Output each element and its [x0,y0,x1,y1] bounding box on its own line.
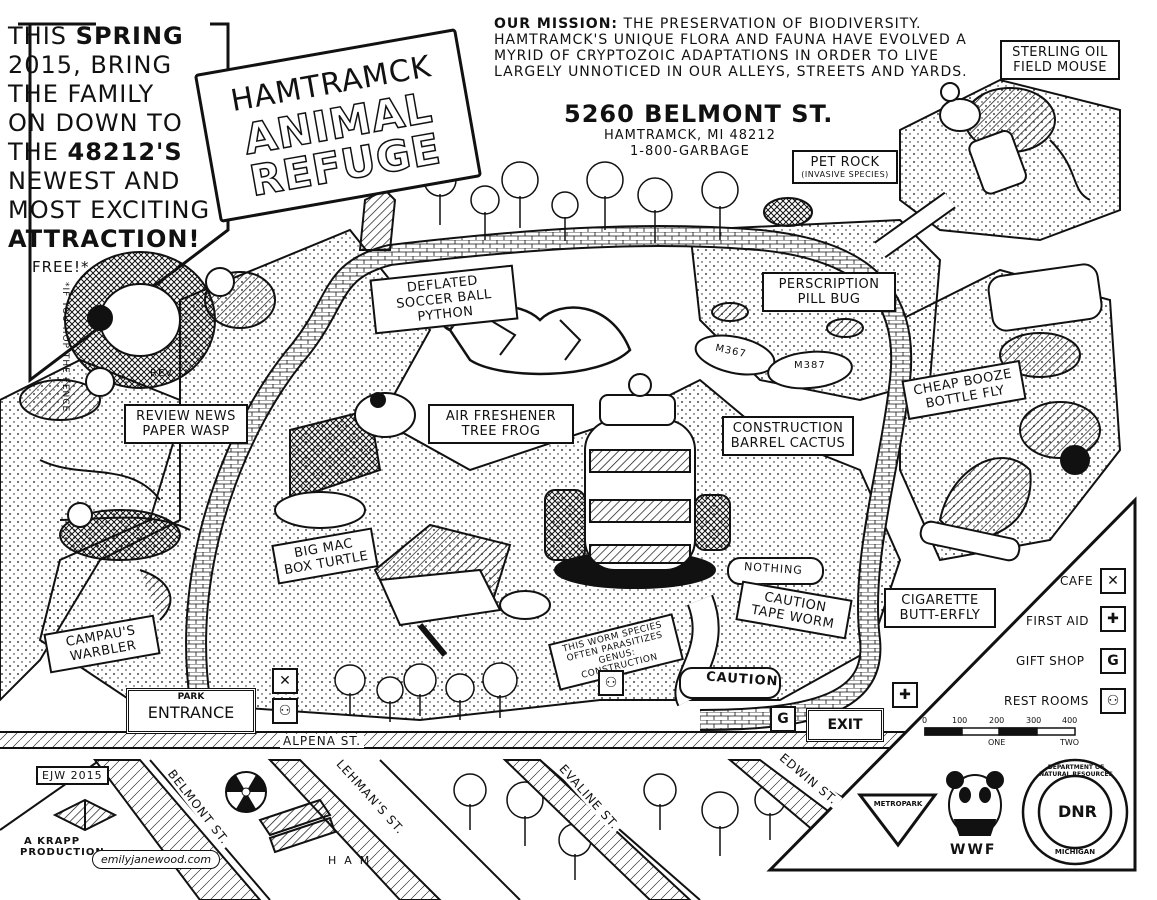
mission-text: THE PRESERVATION OF BIODIVERSITY. HAMTRA… [494,16,968,80]
dnr-text: DNR [1058,802,1097,821]
radiation-icon [225,771,267,813]
pet-rock-title: PET ROCK [810,155,880,170]
map-cafe-icon[interactable]: ✕ [272,668,298,694]
dnr-seal [1021,758,1129,866]
scale-bar [924,727,1076,736]
dnr-ring-text: DEPARTMENT OF NATURAL RESOURCES [1039,764,1113,778]
field-mouse-illustration [939,82,1091,201]
address-city: HAMTRAMCK, MI 48212 [604,128,776,143]
label-butterfly[interactable]: CIGARETTE BUTT-ERFLY [884,588,996,628]
scale-tick-200: 200 [989,716,1005,725]
mission-lead: OUR MISSION: [494,16,619,32]
bottle-fly-illustration [987,263,1103,475]
promo-text: THIS SPRING 2015, BRING THE FAMILY ON DO… [8,22,211,253]
label-tree-frog[interactable]: AIR FRESHENER TREE FROG [428,404,574,444]
park-entrance-label: ENTRANCE [147,703,235,722]
mission-statement: OUR MISSION: THE PRESERVATION OF BIODIVE… [494,16,994,80]
exit-gate[interactable]: EXIT [806,708,884,742]
tree-frog-illustration [274,392,416,529]
legend-cafe-icon: ✕ [1100,568,1126,594]
map-first-aid-icon[interactable]: ✚ [892,682,918,708]
park-entrance-gate[interactable]: PARK ENTRANCE [126,688,256,734]
wwf-panda-logo [946,771,1004,836]
credit-ejw: EJW 2015 [36,766,109,785]
warbler-illustration [39,459,191,621]
butterfly-illustration [919,457,1032,562]
pet-rock-illustration [763,197,813,227]
label-paper-wasp[interactable]: REVIEW NEWS PAPER WASP [124,404,248,444]
wasp-tag: REV [150,368,174,379]
tree-stump [358,188,397,251]
pill-label-b: M387 [794,360,826,371]
metropark-text: METROPARK [873,800,923,808]
legend-rest-rooms-icon: ⚇ [1100,688,1126,714]
label-pet-rock[interactable]: PET ROCK (INVASIVE SPECIES) [792,150,898,184]
tree-line-north [423,161,739,243]
park-entrance-label-top: PARK [177,692,205,702]
legend-first-aid-label: FIRST AID [1026,614,1090,628]
scale-tick-400: 400 [1062,716,1078,725]
tree-line-south [334,662,518,722]
free-note: FREE!* [32,258,90,276]
map-restroom-icon[interactable]: ⚇ [272,698,298,724]
legend-gift-shop-label: GIFT SHOP [1016,654,1085,668]
scale-two: TWO [1060,738,1080,747]
legend-gift-shop-icon: G [1100,648,1126,674]
credit-ham: HAM [328,854,378,867]
box-turtle-illustration [373,523,551,657]
promo-frame [18,22,230,384]
map-gift-shop-icon[interactable]: G [770,706,796,732]
label-barrel-cactus[interactable]: CONSTRUCTION BARREL CACTUS [722,416,854,456]
wwf-text: WWF [950,842,997,858]
lumber-illustration [258,798,337,854]
pet-rock-note: (INVASIVE SPECIES) [801,170,889,179]
map-restroom-icon-2[interactable]: ⚇ [598,670,624,696]
address-phone: 1-800-GARBAGE [630,144,750,159]
legend-rest-rooms-label: REST ROOMS [1004,694,1089,708]
scale-one: ONE [988,738,1006,747]
address-street: 5260 BELMONT ST. [564,100,834,128]
legend-cafe-label: CAFE [1060,574,1094,588]
metropark-logo [856,793,938,848]
tape-worm-illustration [674,557,824,707]
legend-first-aid-icon: ✚ [1100,606,1126,632]
barrel-cactus-illustration [544,373,731,589]
scale-tick-300: 300 [1026,716,1042,725]
label-field-mouse[interactable]: STERLING OIL FIELD MOUSE [1000,40,1120,80]
street-alpena: ALPENA ST. [280,734,365,748]
paper-wasp-illustration [19,251,276,421]
scale-tick-100: 100 [952,716,968,725]
soccer-python-illustration [438,302,632,376]
label-pill-bug[interactable]: PERSCRIPTION PILL BUG [762,272,896,312]
dnr-bottom-text: MICHIGAN [1054,848,1096,856]
pill-bug-illustration [694,302,864,390]
credit-website[interactable]: emilyjanewood.com [92,850,221,869]
credit-krapp: A KRAPP PRODUCTION [20,836,105,858]
scale-tick-0: 0 [922,716,928,725]
fence-footnote: *IF YOU HOP THE FENCE [60,282,70,413]
compass-icon [52,798,118,832]
